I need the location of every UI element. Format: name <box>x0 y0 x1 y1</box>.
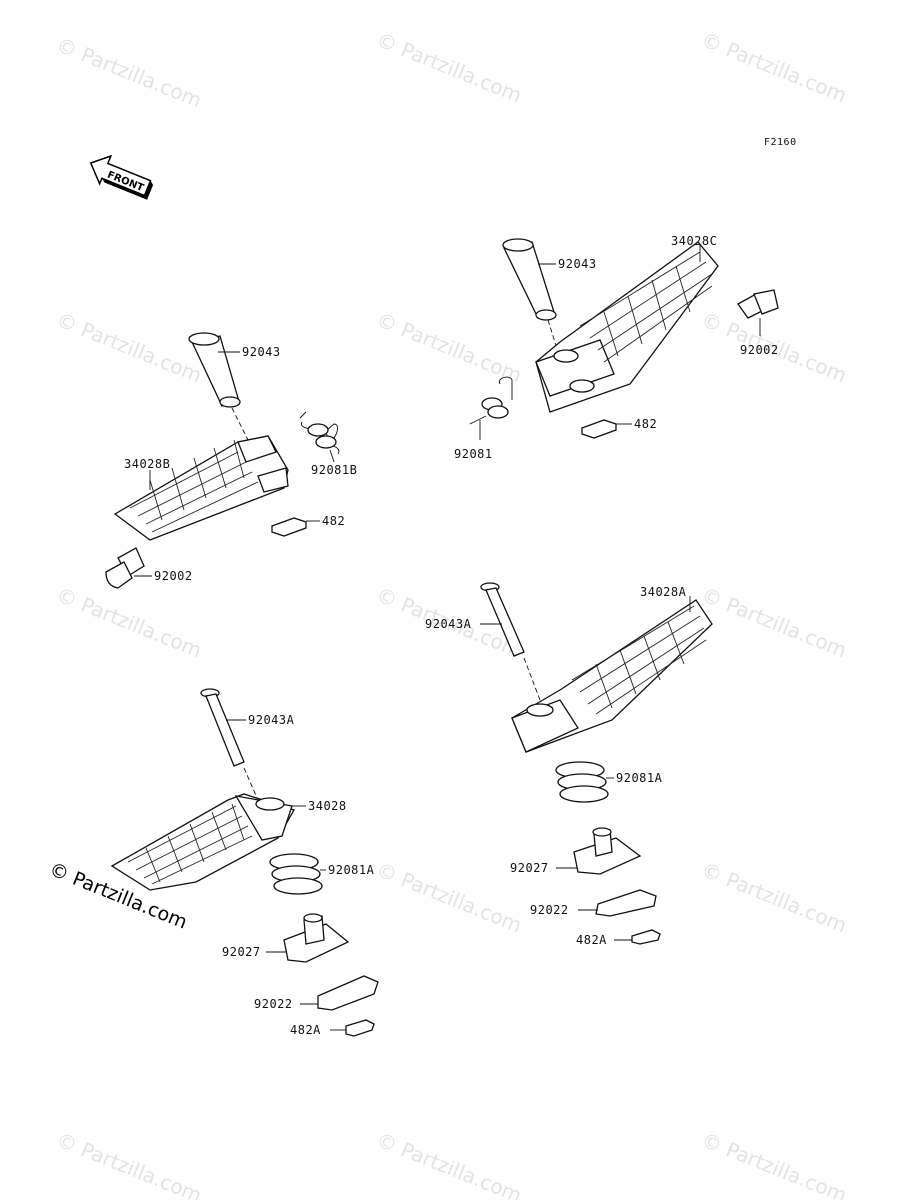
callout-92027: 92027 <box>510 861 549 875</box>
callout-482a: 482A <box>576 933 607 947</box>
callout-92081a: 92081A <box>328 863 375 877</box>
footpeg-34028a: 34028A <box>511 585 713 753</box>
callout-92043: 92043 <box>242 345 281 359</box>
footpeg-group-top-left: 92043 92081B 34028B 482 <box>105 332 357 589</box>
watermark: © Partzilla.com <box>53 32 205 112</box>
spring-92081: 92081 <box>454 376 513 461</box>
bracket-92027: 92027 <box>222 913 350 963</box>
pin-92043a: 92043A <box>200 688 295 801</box>
washer-482: 482 <box>581 417 657 439</box>
bracket-92027: 92027 <box>510 827 642 875</box>
watermark: © Partzilla.com <box>53 307 205 387</box>
watermark: © Partzilla.com <box>698 27 850 107</box>
plate-92022: 92022 <box>254 975 379 1011</box>
watermark: © Partzilla.com <box>373 27 525 107</box>
watermark: © Partzilla.com <box>53 1127 205 1200</box>
callout-92002: 92002 <box>740 343 779 357</box>
callout-34028c: 34028C <box>671 234 717 248</box>
washer-482: 482 <box>271 514 345 537</box>
callout-482: 482 <box>634 417 657 431</box>
watermark: © Partzilla.com <box>698 857 850 937</box>
bolt-92002: 92002 <box>105 547 193 589</box>
callout-482a: 482A <box>290 1023 321 1037</box>
callout-34028b: 34028B <box>124 457 170 471</box>
callout-92081: 92081 <box>454 447 493 461</box>
plate-92022: 92022 <box>530 889 657 917</box>
spring-92081a: 92081A <box>555 761 663 803</box>
watermark: © Partzilla.com <box>373 857 525 937</box>
bolt-92002: 92002 <box>737 289 779 357</box>
watermark-layer: © Partzilla.com © Partzilla.com © Partzi… <box>53 27 850 1204</box>
washer-482a: 482A <box>576 929 661 947</box>
callout-34028a: 34028A <box>640 585 687 599</box>
washer-482a: 482A <box>290 1019 375 1037</box>
pin-92043: 92043 <box>502 238 597 353</box>
callout-92027: 92027 <box>222 945 261 959</box>
callout-92081a: 92081A <box>616 771 663 785</box>
spring-92081b: 92081B <box>299 411 357 477</box>
footpeg-34028b: 34028B <box>113 435 289 541</box>
spring-92081a: 92081A <box>269 853 375 895</box>
callout-92043a: 92043A <box>248 713 295 727</box>
callout-92022: 92022 <box>254 997 293 1011</box>
callout-92002: 92002 <box>154 569 193 583</box>
footpeg-group-bottom-left: 92043A 34028 92081A 92027 <box>110 688 379 1037</box>
watermark: © Partzilla.com <box>698 1127 850 1200</box>
footpeg-34028c: 34028C <box>535 234 719 413</box>
pin-92043: 92043 <box>188 332 281 441</box>
watermark: © Partzilla.com <box>53 582 205 662</box>
callout-34028: 34028 <box>308 799 347 813</box>
callout-92043: 92043 <box>558 257 597 271</box>
front-arrow-icon: FRONT <box>89 154 154 200</box>
footpeg-group-top-right: 92043 34028C 92002 92081 <box>454 234 779 461</box>
footpeg-group-bottom-right: 92043A 34028A 92081A 92027 <box>425 582 713 947</box>
callout-482: 482 <box>322 514 345 528</box>
watermark: © Partzilla.com <box>373 1127 525 1200</box>
figure-code: F2160 <box>764 137 797 148</box>
footpeg-34028: 34028 <box>110 793 347 891</box>
callout-92022: 92022 <box>530 903 569 917</box>
pin-92043a: 92043A <box>425 582 541 701</box>
callout-92043a: 92043A <box>425 617 472 631</box>
watermark: © Partzilla.com <box>698 582 850 662</box>
callout-92081b: 92081B <box>311 463 357 477</box>
watermark: © Partzilla.com <box>373 307 525 387</box>
